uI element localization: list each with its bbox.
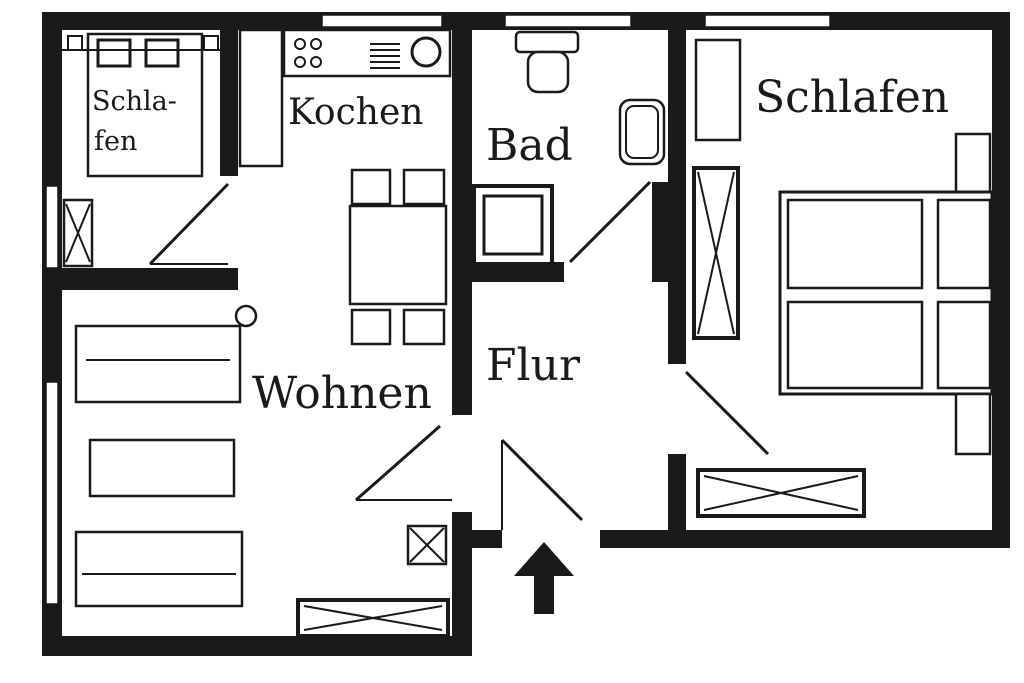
window-kochen — [321, 14, 443, 28]
label-bad: Bad — [486, 120, 573, 171]
cabinet-wohnen — [406, 524, 448, 566]
door-small-bedroom — [148, 182, 230, 266]
sink — [618, 98, 666, 166]
wall-bad-right-stub — [652, 182, 668, 282]
window-schlafen-small — [45, 185, 59, 269]
dining-table — [348, 168, 448, 346]
wall-right — [992, 12, 1010, 548]
wall-bad-bottom — [472, 262, 564, 282]
label-wohnen: Wohnen — [252, 368, 432, 419]
wall-bottom-wohnen — [42, 636, 472, 656]
label-flur: Flur — [486, 340, 581, 391]
wall-schlafen-lower-left — [668, 454, 686, 548]
window-schlafen — [704, 14, 831, 28]
wall-entrance-left — [452, 530, 502, 548]
door-schlafen — [684, 370, 770, 456]
entrance-arrow-icon — [514, 542, 574, 614]
wall-small-bedroom-bottom — [62, 268, 238, 290]
furniture — [62, 28, 994, 638]
wall-bottom-schlafen — [600, 530, 1010, 548]
toilet — [514, 30, 580, 94]
wall-bad-schlafen — [668, 30, 686, 364]
dresser-schlafen — [696, 468, 866, 518]
label-schlafen-small-1: Schla- — [92, 86, 177, 117]
door-bad — [568, 180, 652, 264]
shower — [472, 184, 554, 266]
wardrobe-small — [62, 198, 94, 268]
door-entrance — [500, 438, 584, 522]
interior-walls — [62, 30, 686, 548]
label-kochen: Kochen — [288, 92, 423, 133]
wardrobe-schlafen — [692, 38, 742, 340]
window-bad — [504, 14, 632, 28]
bed-small — [62, 32, 220, 178]
label-schlafen-small-2: fen — [94, 126, 137, 157]
sideboard-wohnen — [296, 598, 450, 638]
wall-small-bedroom-right — [220, 30, 238, 176]
sofa-top — [74, 304, 258, 404]
coffee-table — [88, 438, 236, 498]
door-wohnen — [355, 424, 441, 502]
label-schlafen: Schlafen — [755, 72, 949, 123]
windows — [45, 14, 831, 605]
doors — [148, 180, 770, 530]
window-wohnen — [45, 381, 59, 605]
bed-double — [778, 132, 994, 456]
room-labels: Schla- fen Kochen Bad Schlafen Wohnen Fl… — [92, 72, 949, 419]
kitchen-counter — [238, 28, 452, 168]
wall-kitchen-bad — [452, 30, 472, 415]
sofa-bottom — [74, 530, 244, 608]
